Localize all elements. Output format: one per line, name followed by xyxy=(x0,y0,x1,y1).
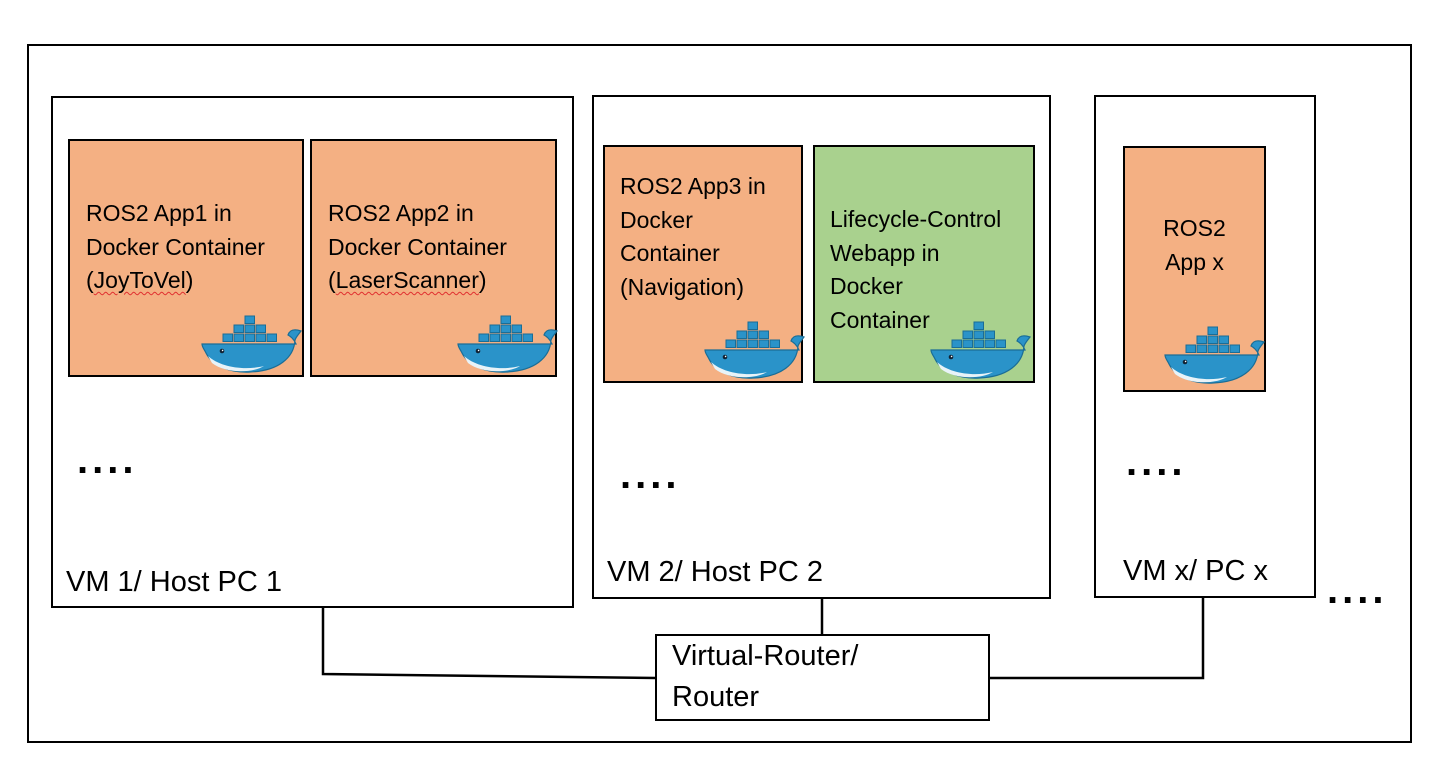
app-label: ROS2 App2 in Docker Container (LaserScan… xyxy=(328,200,507,293)
docker-whale-icon xyxy=(1164,326,1265,384)
vm1-app1: ROS2 App1 in Docker Container (JoyToVel) xyxy=(68,139,304,377)
app-label: ROS2 App3 in Docker Container (Navigatio… xyxy=(620,173,766,300)
vm1-router-link xyxy=(321,607,657,680)
app-label: ROS2 App1 in Docker Container (JoyToVel) xyxy=(86,200,265,293)
vm2-app3: ROS2 App3 in Docker Container (Navigatio… xyxy=(603,145,805,383)
docker-whale-icon xyxy=(930,321,1031,379)
vm1-app2: ROS2 App2 in Docker Container (LaserScan… xyxy=(310,139,558,377)
router-box: Virtual-Router/ Router xyxy=(655,634,990,721)
vmx-app: ROS2 App x xyxy=(1123,146,1266,392)
vm1-more-dots: .... xyxy=(77,438,138,482)
router-label: Virtual-Router/ Router xyxy=(672,640,859,713)
docker-whale-icon xyxy=(457,315,558,373)
vm1-label: VM 1/ Host PC 1 xyxy=(66,566,282,598)
vmx-label: VM x/ PC x xyxy=(1123,555,1269,587)
more-vms-dots: .... xyxy=(1327,568,1388,612)
vmx-more-dots: .... xyxy=(1126,440,1187,484)
vmx-router-link xyxy=(989,595,1205,680)
app-label: ROS2 App x xyxy=(1163,215,1226,275)
docker-whale-icon xyxy=(704,321,805,379)
vm2-label: VM 2/ Host PC 2 xyxy=(607,556,823,588)
vm2-more-dots: .... xyxy=(620,453,681,497)
docker-whale-icon xyxy=(201,315,302,373)
vm2-lifecycle-webapp: Lifecycle-Control Webapp in Docker Conta… xyxy=(813,145,1035,383)
app-label: Lifecycle-Control Webapp in Docker Conta… xyxy=(830,206,1002,333)
